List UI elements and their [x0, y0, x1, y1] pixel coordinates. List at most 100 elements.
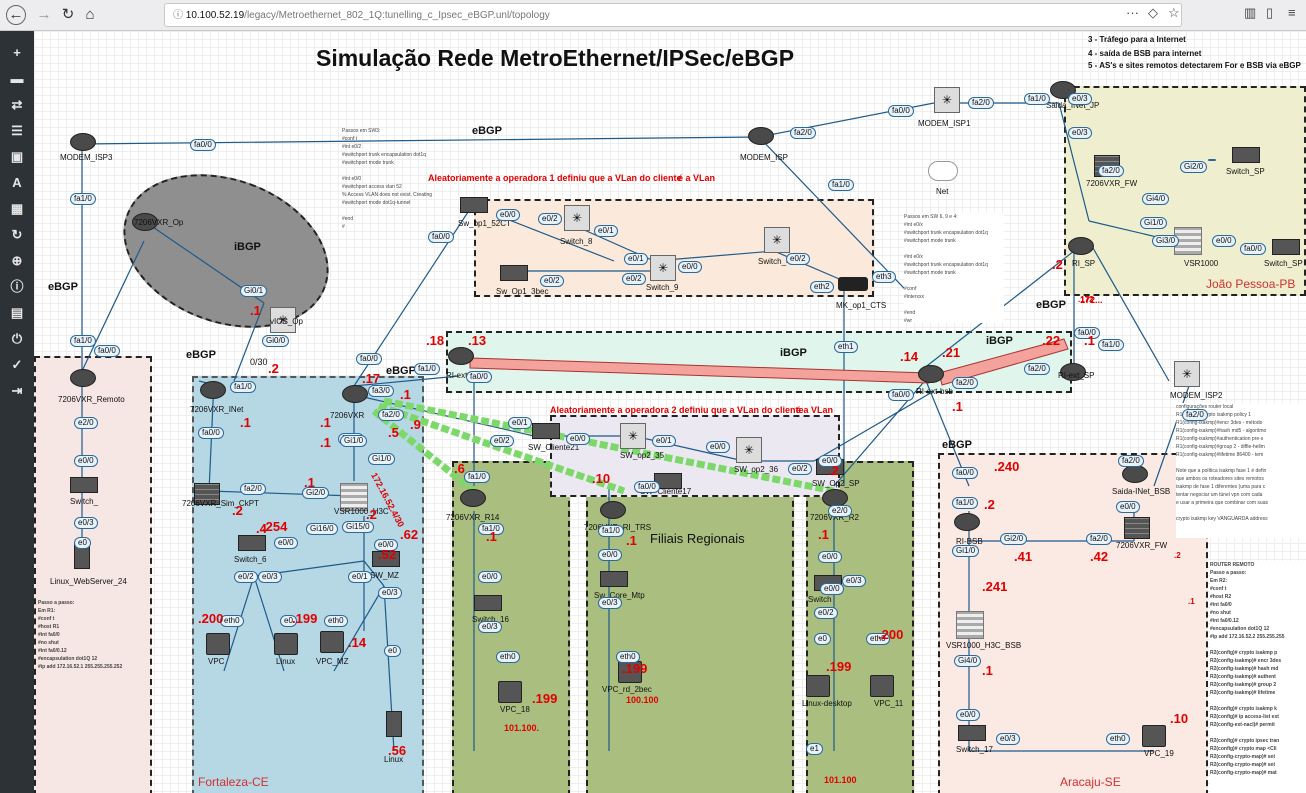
add-object-icon[interactable]: +: [13, 45, 21, 60]
node-switch-r2[interactable]: Switch: [808, 595, 832, 604]
switch-icon[interactable]: [532, 423, 560, 439]
bookmark-star-icon[interactable]: ☆: [1168, 5, 1180, 20]
refresh-icon[interactable]: ↻: [11, 227, 23, 242]
l3-switch-icon[interactable]: ✳: [564, 205, 590, 231]
node-vsr-bsb[interactable]: VSR1000_H3C_BSB: [946, 641, 1022, 650]
server-icon[interactable]: [386, 711, 402, 737]
node-r2[interactable]: 7206VXR_R2: [810, 513, 859, 522]
switch-icon[interactable]: [1272, 239, 1300, 255]
node-fw-sim[interactable]: 7206VXR_Sim_CkPT: [182, 499, 259, 508]
node-modem-isp3[interactable]: MODEM_ISP3: [60, 153, 113, 162]
node-mk-op1[interactable]: MK_op1_CTS: [836, 301, 887, 310]
pc-icon[interactable]: [498, 681, 522, 703]
lab-info-icon[interactable]: ⓘ: [10, 279, 24, 294]
node-sw-op2-35[interactable]: SW_op2_35: [620, 451, 665, 460]
list-icon[interactable]: ▤: [10, 305, 24, 320]
node-r14[interactable]: 7206VXR_R14: [446, 513, 500, 522]
node-vpc-11[interactable]: VPC_11: [874, 699, 904, 708]
node-sw-op2-sp[interactable]: SW_Op2_SP: [812, 479, 860, 488]
node-ri-ext[interactable]: RI-ext: [446, 371, 468, 380]
router-icon[interactable]: [954, 513, 980, 531]
home-icon[interactable]: ⌂: [85, 6, 95, 23]
router-icon[interactable]: [1060, 363, 1086, 381]
node-fw-jp[interactable]: 7206VXR_FW: [1086, 179, 1138, 188]
node-r-inet[interactable]: 7206VXR_INet: [190, 405, 244, 414]
node-fw-bsb[interactable]: 7206VXR_FW: [1116, 541, 1168, 550]
router-icon[interactable]: [70, 133, 96, 151]
check-icon[interactable]: ✓: [11, 357, 23, 372]
node-vsr-h3c[interactable]: VSR1000_H3C: [334, 507, 389, 516]
node-ri-sp[interactable]: RI_SP: [1072, 259, 1096, 268]
forward-icon[interactable]: →: [36, 6, 52, 23]
firewall-icon[interactable]: [194, 483, 220, 505]
l3-switch-icon[interactable]: ✳: [764, 227, 790, 253]
node-vsr1000[interactable]: VSR1000: [1184, 259, 1219, 268]
node-switch-9[interactable]: Switch_9: [646, 283, 679, 292]
router-icon[interactable]: [600, 501, 626, 519]
node-r-fortal[interactable]: 7206VXR: [330, 411, 365, 420]
node-switch-left[interactable]: Switch_: [70, 497, 99, 506]
back-icon[interactable]: ←: [6, 5, 26, 25]
node-vpc-18[interactable]: VPC_18: [500, 705, 530, 714]
library-icon[interactable]: ▥: [1244, 5, 1257, 20]
vsr-icon[interactable]: [956, 611, 984, 639]
power-icon[interactable]: ⏻: [11, 331, 23, 346]
node-switch-17[interactable]: Switch_17: [956, 745, 993, 754]
sidebar-toggle-icon[interactable]: ▯: [1266, 5, 1274, 20]
node-saida-bsb[interactable]: Saida-INet_BSB: [1112, 487, 1171, 496]
firewall-icon[interactable]: [1124, 517, 1150, 539]
router-icon[interactable]: [748, 127, 774, 145]
node-sw-core[interactable]: Sw_Core_Mtp: [594, 591, 645, 600]
node-r-op[interactable]: 7206VXR_Op: [134, 218, 184, 227]
router-icon[interactable]: [342, 385, 368, 403]
node-vios-op[interactable]: vIOS_Op: [270, 317, 303, 326]
node-switch-sp[interactable]: Switch_SP: [1226, 167, 1265, 176]
node-linux-desk[interactable]: Linux-desktop: [802, 699, 852, 708]
pc-icon[interactable]: [206, 633, 230, 655]
hamburger-menu-icon[interactable]: ≡: [1288, 5, 1296, 20]
zoom-icon[interactable]: ⊕: [11, 253, 23, 268]
text-objects-icon[interactable]: A: [12, 175, 22, 190]
router-icon[interactable]: [200, 381, 226, 399]
node-ri-ext-bsb[interactable]: RI-ext-bsb: [916, 387, 953, 396]
router-icon[interactable]: [70, 369, 96, 387]
node-vpc-19[interactable]: VPC_19: [1144, 749, 1174, 758]
vsr-icon[interactable]: [340, 483, 368, 511]
node-linux-web[interactable]: Linux_WebServer_24: [50, 577, 127, 586]
node-switch-4[interactable]: Switch_4: [758, 257, 791, 266]
router-icon[interactable]: [448, 347, 474, 365]
router-icon[interactable]: [918, 365, 944, 383]
pc-icon[interactable]: [274, 633, 298, 655]
address-bar[interactable]: ⓘ 10.100.52.19/legacy/Metroethernet_802_…: [164, 3, 1182, 27]
switch-icon[interactable]: [70, 477, 98, 493]
switch-icon[interactable]: [500, 265, 528, 281]
node-modem-isp2[interactable]: MODEM_ISP2: [1170, 391, 1223, 400]
startup-config-icon[interactable]: ☰: [11, 123, 23, 138]
node-sw-cliente21[interactable]: SW_Cliente21: [528, 443, 580, 452]
node-ri-bsb[interactable]: RI-BSB: [956, 537, 983, 546]
node-switch-sp2[interactable]: Switch_SP: [1264, 259, 1303, 268]
node-switch-16[interactable]: Switch_16: [472, 615, 509, 624]
info-icon[interactable]: ⓘ: [173, 10, 183, 21]
grid-icon[interactable]: ▦: [10, 201, 24, 216]
node-modem-isp1[interactable]: MODEM_ISP1: [918, 119, 971, 128]
networks-icon[interactable]: ⇄: [11, 97, 23, 112]
node-vpc-rd[interactable]: VPC_rd_2bec: [602, 685, 652, 694]
switch-icon[interactable]: [1232, 147, 1260, 163]
l3-switch-icon[interactable]: ✳: [650, 255, 676, 281]
node-sw-cliente17[interactable]: SW_Cliente17: [640, 487, 692, 496]
topology-canvas[interactable]: Simulação Rede MetroEthernet/IPSec/eBGP …: [34, 31, 1306, 793]
node-linux-f[interactable]: Linux: [276, 657, 296, 666]
switch-icon[interactable]: [372, 551, 400, 567]
node-switch-8[interactable]: Switch_8: [560, 237, 593, 246]
node-vpc-mz[interactable]: VPC_MZ: [316, 657, 349, 666]
router-icon[interactable]: [1122, 465, 1148, 483]
l3-switch-icon[interactable]: ✳: [620, 423, 646, 449]
node-vpc-f1[interactable]: VPC: [208, 657, 225, 666]
nodes-icon[interactable]: ▬: [10, 71, 24, 86]
logout-icon[interactable]: ⇥: [11, 383, 23, 398]
pc-icon[interactable]: [320, 631, 344, 653]
pocket-icon[interactable]: ◇: [1148, 5, 1158, 20]
cloud-icon[interactable]: [928, 161, 958, 181]
node-modem-isp[interactable]: MODEM_ISP: [740, 153, 789, 162]
